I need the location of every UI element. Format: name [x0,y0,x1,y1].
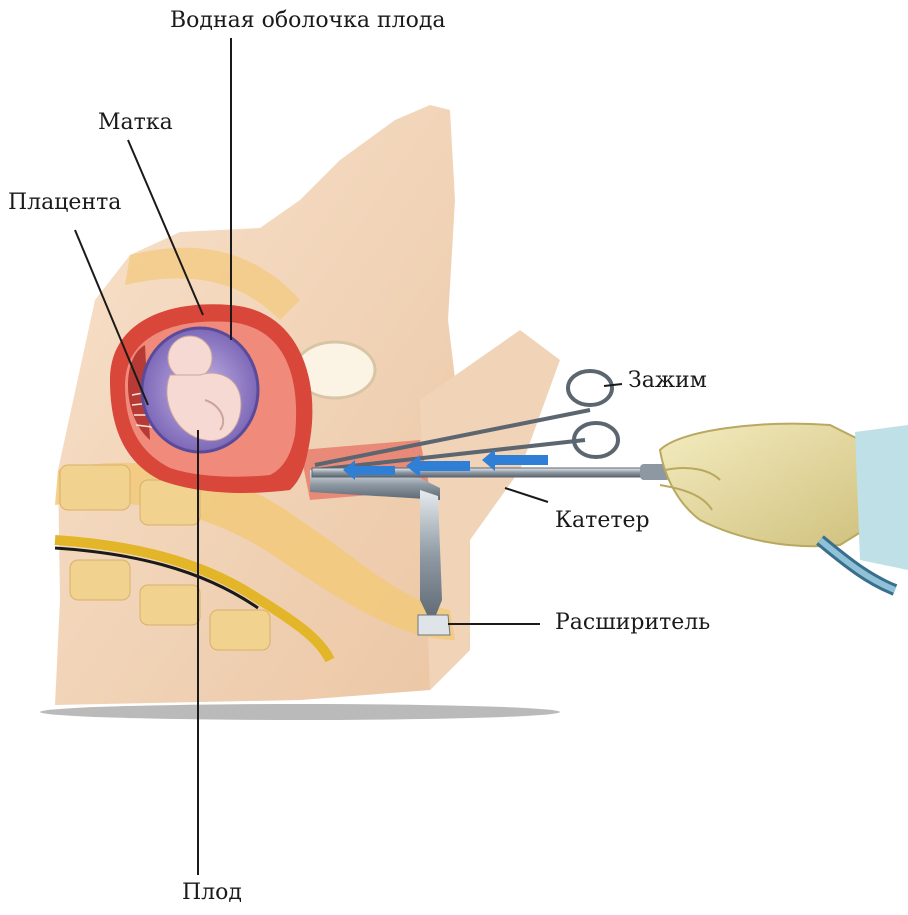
label-amniotic-membrane: Водная оболочка плода [170,10,446,32]
ground-shadow [40,704,560,720]
leader-clamp [604,384,622,386]
label-fetus: Плод [182,882,242,904]
label-dilator: Расширитель [555,612,710,634]
gloved-hand [660,424,908,590]
label-clamp: Зажим [628,370,707,392]
label-catheter: Катетер [555,510,650,532]
label-placenta: Плацента [8,192,121,214]
leader-catheter [505,488,548,502]
label-uterus: Матка [98,112,173,134]
